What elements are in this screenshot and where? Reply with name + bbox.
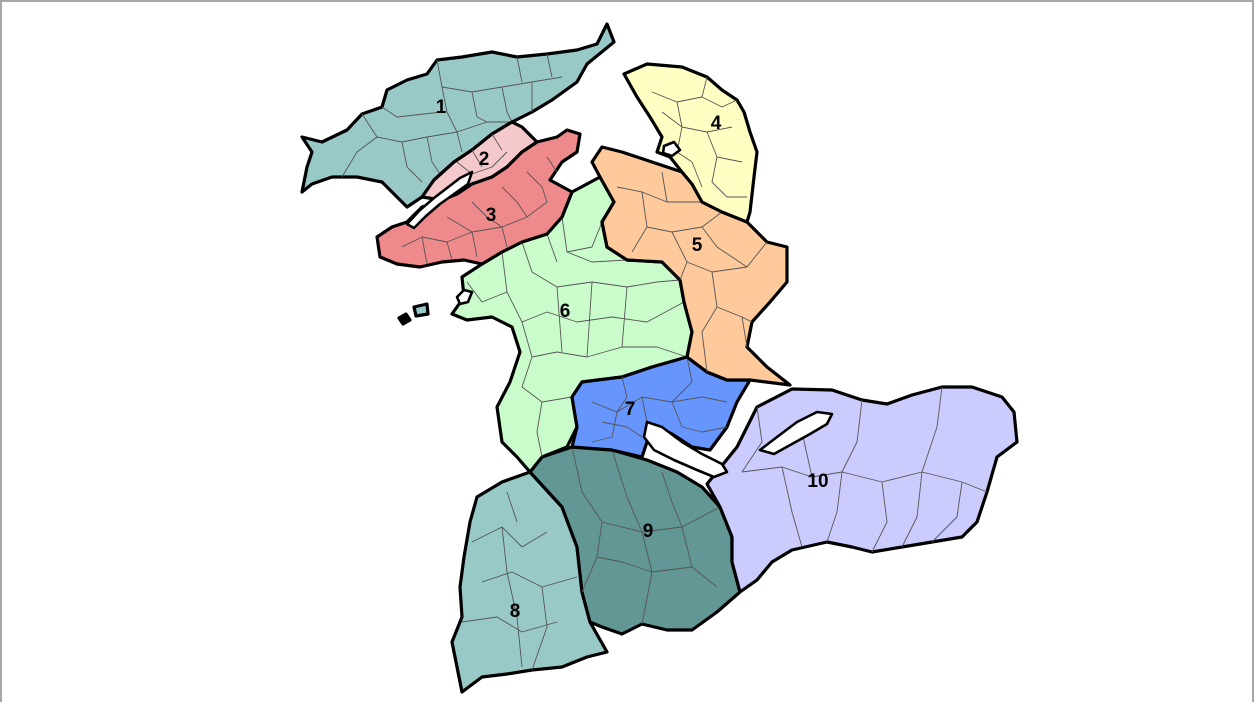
district-label-4: 4 xyxy=(711,113,722,134)
district-1[interactable] xyxy=(300,22,616,209)
district-1-area[interactable] xyxy=(300,22,616,209)
district-4-area[interactable] xyxy=(622,62,759,224)
district-3-area[interactable] xyxy=(375,128,582,269)
district-label-7: 7 xyxy=(625,399,636,420)
exclave-west-small xyxy=(397,312,412,326)
lake-brienz xyxy=(758,410,834,456)
lake-thun xyxy=(642,420,729,479)
district-10-area[interactable] xyxy=(705,385,1019,594)
district-9-area[interactable] xyxy=(528,445,742,636)
lake-murten xyxy=(455,288,474,306)
district-label-8: 8 xyxy=(510,601,521,622)
exclave-west-large xyxy=(412,302,430,318)
district-label-5: 5 xyxy=(692,235,703,256)
district-label-6: 6 xyxy=(560,301,571,322)
lake-small-north xyxy=(661,140,682,158)
district-label-9: 9 xyxy=(643,521,654,542)
lake-biel xyxy=(405,170,474,230)
district-label-3: 3 xyxy=(486,205,497,226)
district-10[interactable] xyxy=(705,385,1019,594)
district-9[interactable] xyxy=(528,445,742,636)
district-3[interactable] xyxy=(375,128,582,269)
district-label-2: 2 xyxy=(479,149,490,170)
district-label-10: 10 xyxy=(807,471,828,492)
district-label-1: 1 xyxy=(436,97,447,118)
